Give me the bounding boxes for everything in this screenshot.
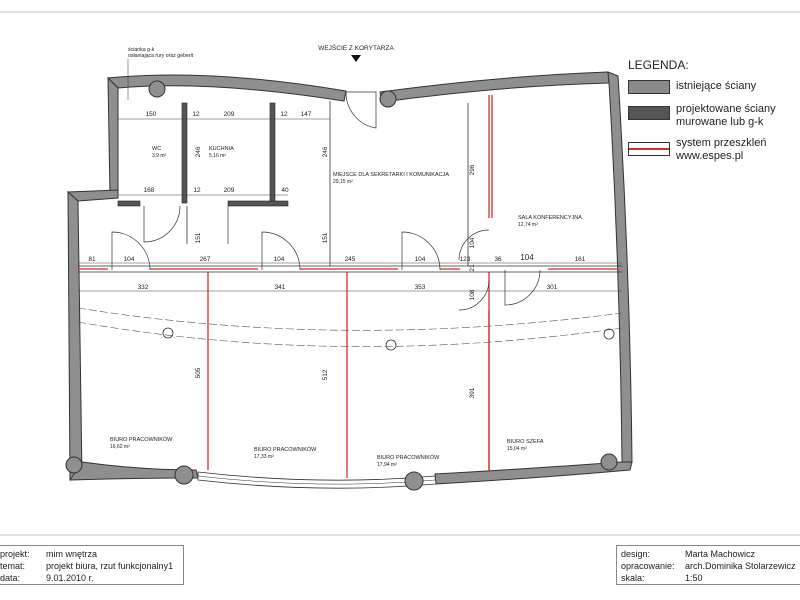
tb-right-value-1: arch.Dominika Stolarzewicz [685,561,796,571]
dim-v-7: 108 [469,289,476,300]
tb-right-value-2: 1:50 [685,573,703,583]
legend-swatch-designed [628,106,670,120]
tb-right-value-0: Marta Machowicz [685,549,756,559]
dim-v-2: 151 [195,232,202,243]
dim-corr-4: 245 [345,256,356,263]
legend-label-designed-line-1: projektowane ściany [676,103,776,115]
tb-left-value-1: projekt biura, rzut funkcjonalny1 [46,561,174,571]
room-conference-name: SALA KONFERENCYJNA [518,215,582,221]
dim-corr-6: 123 [460,256,471,263]
dim-corr-8: 104 [520,253,534,262]
legend-label-existing: istniejące ściany [676,80,756,93]
tb-right-label-0: design: [621,549,651,559]
room-kitchen-area: 5,16 m² [209,153,226,159]
dim-v-9: 512 [322,369,329,380]
dim-corr-9: 161 [575,256,586,263]
dim-mid-1: 12 [193,187,201,194]
columns [65,80,618,491]
tb-left-label-2: data: [0,573,21,583]
room-kitchen-name: KUCHNIA [209,146,234,152]
dim-office-3: 301 [547,284,558,291]
column-markers [162,327,615,351]
room-boss-name: BIURO SZEFA [507,439,544,445]
doors [111,91,541,311]
entrance-arrow [351,55,361,62]
dim-v-0: 246 [195,146,202,157]
legend-label-glass-line-1: system przeszkleń [676,137,767,149]
dim-corr-3: 104 [274,256,285,263]
glass-walls [78,95,618,478]
dim-corr-0: 81 [88,256,96,263]
room-office-3-name: BIURO PRACOWNIKÓW [377,454,440,461]
title-block-right: design: Marta Machowicz opracowanie: arc… [616,545,800,585]
room-wc-area: 3,9 m² [152,153,167,159]
entrance-label: WEJŚCIE Z KORYTARZA [318,43,394,52]
legend-label-designed-line-2: murowane lub g-k [676,116,764,128]
dim-v-5: 104 [469,237,476,248]
legend-title: LEGENDA: [628,58,689,72]
room-labels: WC 3,9 m² KUCHNIA 5,16 m² MIEJSCE DLA SE… [110,146,582,468]
legend-swatch-glass-line [629,148,669,150]
dim-mid-2: 209 [224,187,235,194]
tb-left-value-0: mim wnętrza [46,549,98,559]
dashed-curve-upper [77,307,623,331]
tb-right-label-2: skala: [621,573,645,583]
room-office-1-name: BIURO PRACOWNIKÓW [110,436,173,443]
dim-corr-7: 36 [494,256,502,263]
legend-label-existing-line-1: istniejące ściany [676,80,757,92]
tb-left-value-2: 9.01.2010 r. [46,573,94,583]
legend-label-glass: system przeszkleń www.espes.pl [676,137,766,163]
dim-top-3: 12 [280,111,288,118]
dim-office-2: 353 [415,284,426,291]
dim-mid-3: 40 [281,187,289,194]
dim-office-0: 332 [138,284,149,291]
dim-mid-0: 168 [144,187,155,194]
dim-corr-1: 104 [124,256,135,263]
dim-corr-5: 104 [415,256,426,263]
room-boss-area: 15,04 m² [507,446,527,452]
dim-v-4: 296 [469,164,476,175]
room-office-2-area: 17,33 m² [254,454,274,460]
legend-swatch-glass [628,142,670,156]
dashed-curve-lower [77,321,623,347]
dim-v-1: 246 [322,146,329,157]
legend-label-glass-line-2: www.espes.pl [676,150,744,162]
room-secretary-name: MIEJSCE DLA SEKRETARKI I KOMUNIKACJA [333,172,449,178]
existing-walls [66,71,633,485]
dim-v-10: 391 [469,387,476,398]
dim-top-1: 12 [192,111,200,118]
room-office-3-area: 17,94 m² [377,462,397,468]
dim-v-6: 21 [469,264,476,272]
designed-walls [117,102,289,207]
title-block-left: projekt: mim wnętrza temat: projekt biur… [0,545,184,585]
bottom-window [197,471,437,489]
dim-top-0: 150 [146,111,157,118]
dimension-lines [78,118,622,292]
room-office-2-name: BIURO PRACOWNIKÓW [254,446,317,453]
dim-v-3: 151 [322,232,329,243]
dim-top-4: 147 [301,111,312,118]
room-wc-name: WC [152,146,161,152]
dim-office-1: 341 [275,284,286,291]
interior-lines [78,101,622,273]
room-secretary-area: 29,15 m² [333,179,353,185]
legend-swatch-existing [628,80,670,94]
note-line-1: ścianka g-k [128,47,155,53]
note-line-2: osłaniająca rury oraz geberit [128,53,194,59]
dim-v-8: 505 [195,367,202,378]
room-conference-area: 12,74 m² [518,222,538,228]
tb-right-label-1: opracowanie: [621,561,675,571]
room-office-1-area: 16,62 m² [110,444,130,450]
dimension-labels: 150 12 209 12 147 168 12 209 40 81 104 2… [88,111,585,398]
tb-left-label-1: temat: [0,561,26,571]
dim-corr-2: 267 [200,256,211,263]
tb-left-label-0: projekt: [0,549,30,559]
dim-top-2: 209 [224,111,235,118]
legend-label-designed: projektowane ściany murowane lub g-k [676,103,776,129]
